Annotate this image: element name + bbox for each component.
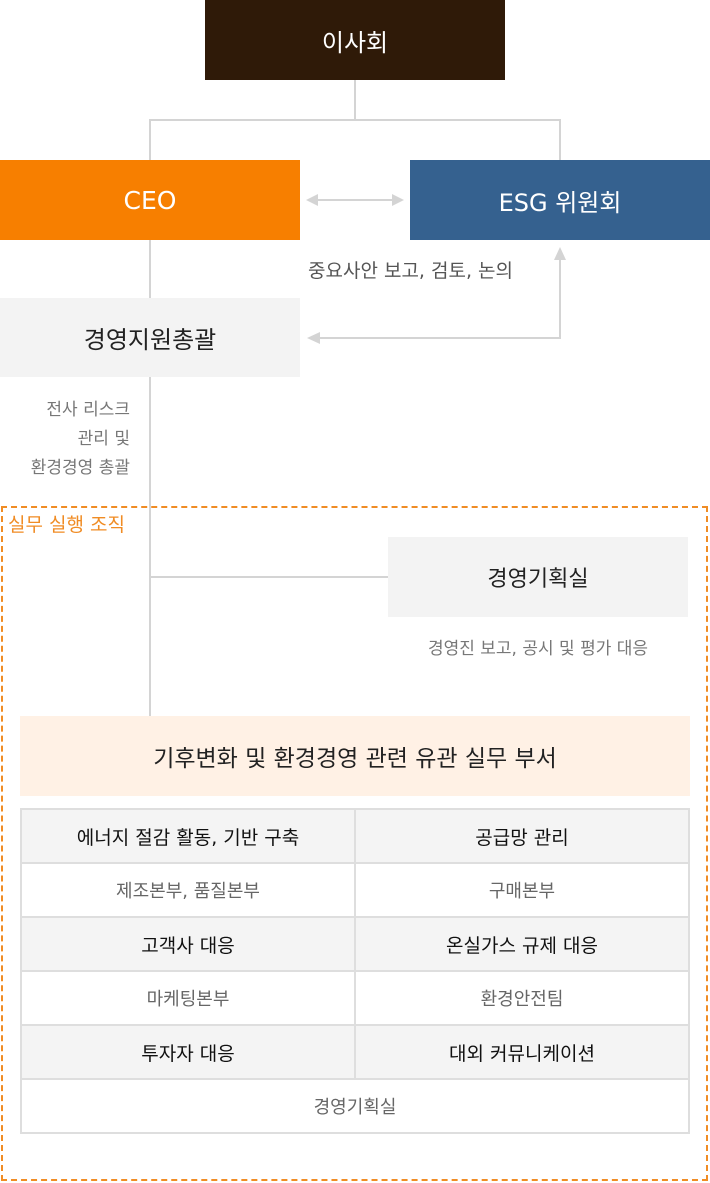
mgmt-note-line: 전사 리스크 xyxy=(46,400,130,420)
exec-org-label: 실무 실행 조직 xyxy=(8,514,125,536)
connector-horizontal xyxy=(149,119,561,121)
esg-committee-box: ESG 위원회 xyxy=(410,160,710,240)
mgmt-note: 전사 리스크 관리 및 환경경영 총괄 xyxy=(0,396,130,483)
dept-title-box: 기후변화 및 환경경영 관련 유관 실무 부서 xyxy=(20,716,690,796)
table-cell: 대외 커뮤니케이션 xyxy=(354,1024,690,1080)
exec-org-frame xyxy=(1,506,708,1181)
table-row: 마케팅본부 환경안전팀 xyxy=(20,970,690,1026)
dept-table: 에너지 절감 활동, 기반 구축 공급망 관리 제조본부, 품질본부 구매본부 … xyxy=(20,808,690,1134)
table-cell: 공급망 관리 xyxy=(354,808,690,864)
mgmt-note-line: 관리 및 xyxy=(77,429,130,449)
table-row: 경영기획실 xyxy=(20,1078,690,1134)
connector-ceo-down xyxy=(149,240,151,298)
table-cell: 온실가스 규제 대응 xyxy=(354,916,690,972)
table-cell: 환경안전팀 xyxy=(354,970,690,1026)
connector-mgmt-down xyxy=(149,377,151,716)
planning-note: 경영진 보고, 공시 및 평가 대응 xyxy=(427,639,649,659)
table-cell: 제조본부, 품질본부 xyxy=(20,862,356,918)
arrowhead-right-icon xyxy=(392,194,404,206)
arrowhead-up-icon xyxy=(554,247,566,260)
ceo-box: CEO xyxy=(0,160,300,240)
table-row: 고객사 대응 온실가스 규제 대응 xyxy=(20,916,690,972)
table-cell: 고객사 대응 xyxy=(20,916,356,972)
table-cell: 투자자 대응 xyxy=(20,1024,356,1080)
table-cell: 구매본부 xyxy=(354,862,690,918)
connector-to-planning xyxy=(149,576,388,578)
board-box: 이사회 xyxy=(205,0,505,80)
table-row: 에너지 절감 활동, 기반 구축 공급망 관리 xyxy=(20,808,690,864)
connector-board-down xyxy=(354,80,356,120)
table-cell: 경영기획실 xyxy=(20,1078,690,1134)
mgmt-note-line: 환경경영 총괄 xyxy=(30,458,130,478)
arrowhead-left-icon xyxy=(307,332,320,344)
table-row: 투자자 대응 대외 커뮤니케이션 xyxy=(20,1024,690,1080)
table-row: 제조본부, 품질본부 구매본부 xyxy=(20,862,690,918)
planning-office-box: 경영기획실 xyxy=(388,537,688,617)
esg-note: 중요사안 보고, 검토, 논의 xyxy=(308,260,513,282)
connector-to-esg xyxy=(559,119,561,160)
mgmt-support-box: 경영지원총괄 xyxy=(0,298,300,377)
connector-to-ceo xyxy=(149,119,151,160)
table-cell: 마케팅본부 xyxy=(20,970,356,1026)
arrowhead-left-icon xyxy=(306,194,318,206)
table-cell: 에너지 절감 활동, 기반 구축 xyxy=(20,808,356,864)
